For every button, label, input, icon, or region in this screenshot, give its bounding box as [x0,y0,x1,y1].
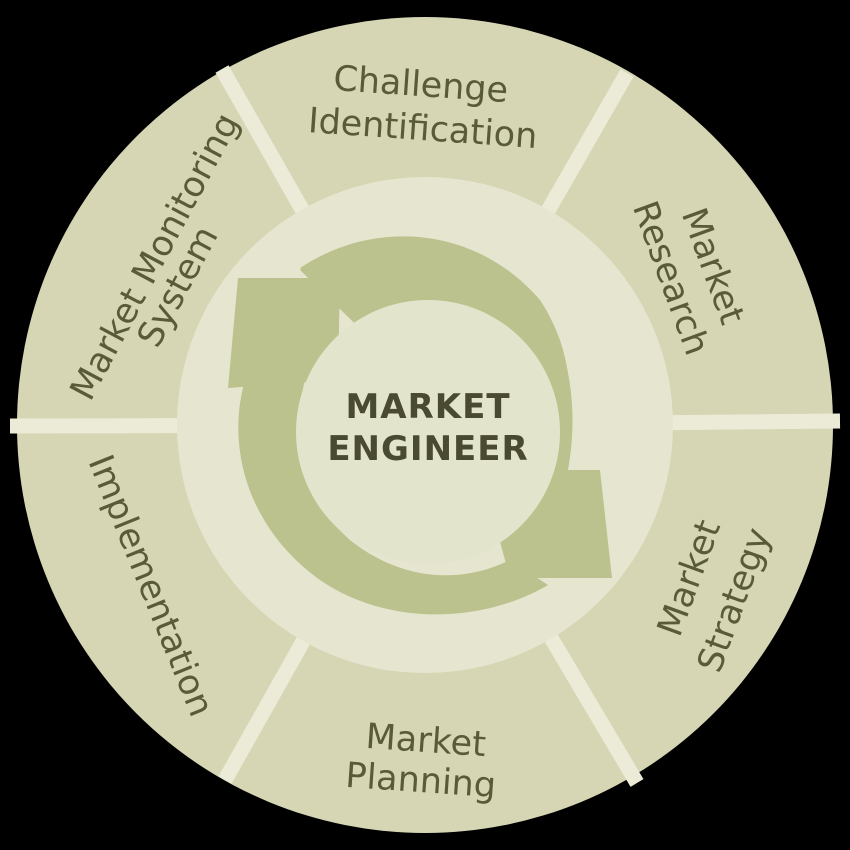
cycle-arrow-upper-body [300,236,573,470]
center-disc [296,300,560,564]
segment-label-planning-line-1: Market [364,717,487,765]
cycle-arrow-head-left [228,278,340,388]
cycle-arrow-lower-body [238,380,549,615]
center-title-line-1: MARKET [345,387,510,427]
center-title-line-2: ENGINEER [327,429,528,469]
